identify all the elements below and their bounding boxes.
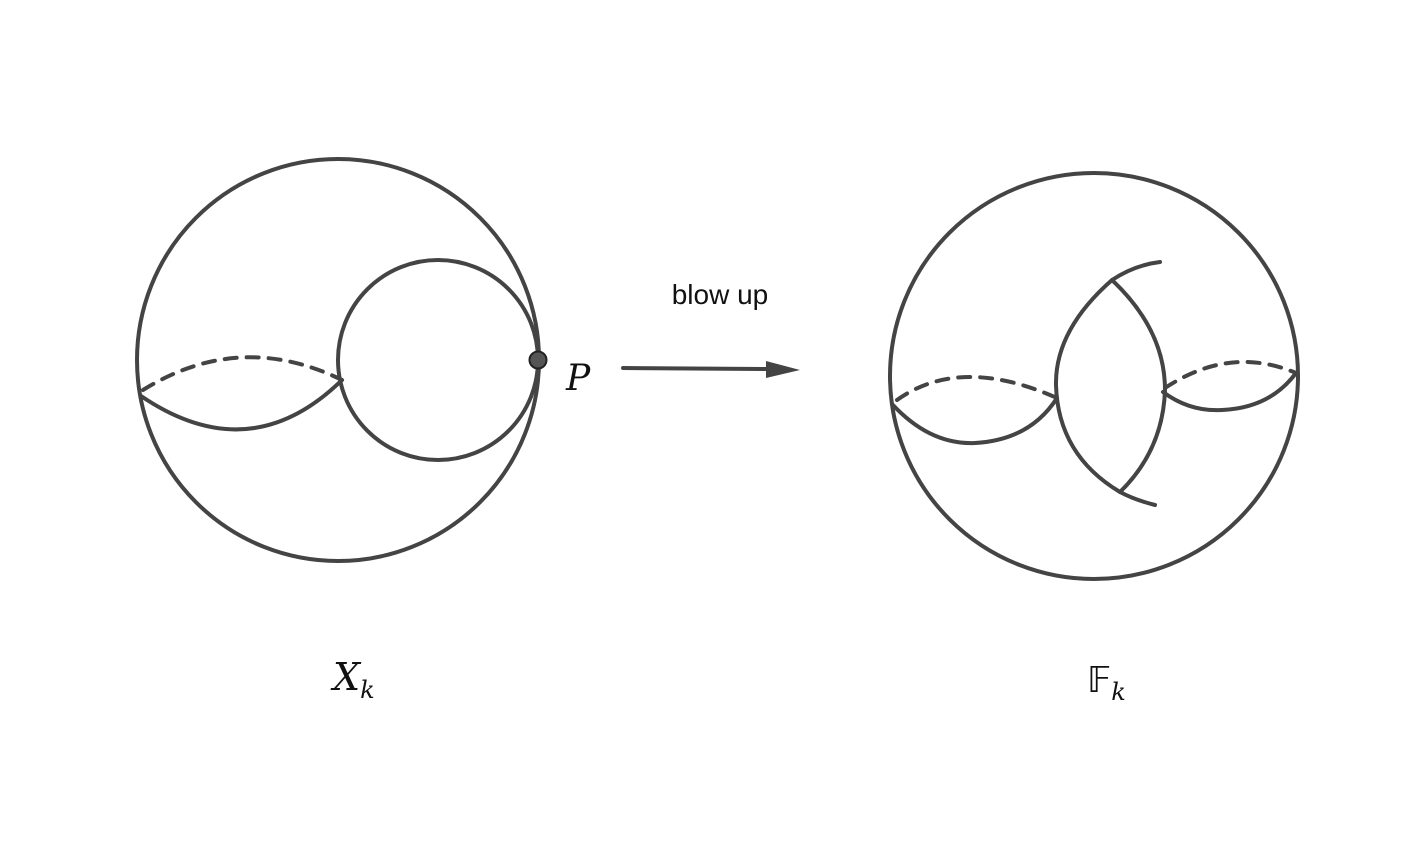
point-p-marker xyxy=(528,350,548,370)
arrow-shaft xyxy=(621,366,772,371)
left-surface-label-subscript: k xyxy=(360,676,375,704)
left-surface-label: Xk xyxy=(330,655,375,704)
right-left-front-curve xyxy=(890,396,1059,446)
right-right-front-curve xyxy=(1161,371,1298,413)
left-front-curve xyxy=(139,378,344,432)
right-surface-label-subscript: k xyxy=(1111,678,1126,706)
left-inner-circle xyxy=(336,258,540,462)
arrow-head xyxy=(766,361,800,378)
right-outer-circle xyxy=(888,171,1300,581)
left-surface-figure: P xyxy=(135,157,591,563)
right-surface-label-base: 𝔽 xyxy=(1087,660,1111,701)
left-hidden-dashed-curve xyxy=(141,355,344,392)
arrow-label: blow up xyxy=(672,279,769,310)
right-middle-right-arc xyxy=(1110,278,1167,494)
right-surface-label: 𝔽k xyxy=(1087,660,1126,706)
right-middle-left-arc xyxy=(1053,260,1162,507)
blow-up-arrow: blow up xyxy=(621,279,800,378)
point-p-label: P xyxy=(565,358,591,399)
right-left-hidden-dashed-curve xyxy=(895,375,1059,402)
left-surface-label-base: X xyxy=(330,655,362,699)
right-surface-figure xyxy=(888,171,1300,581)
right-right-hidden-dashed-curve xyxy=(1163,359,1298,390)
